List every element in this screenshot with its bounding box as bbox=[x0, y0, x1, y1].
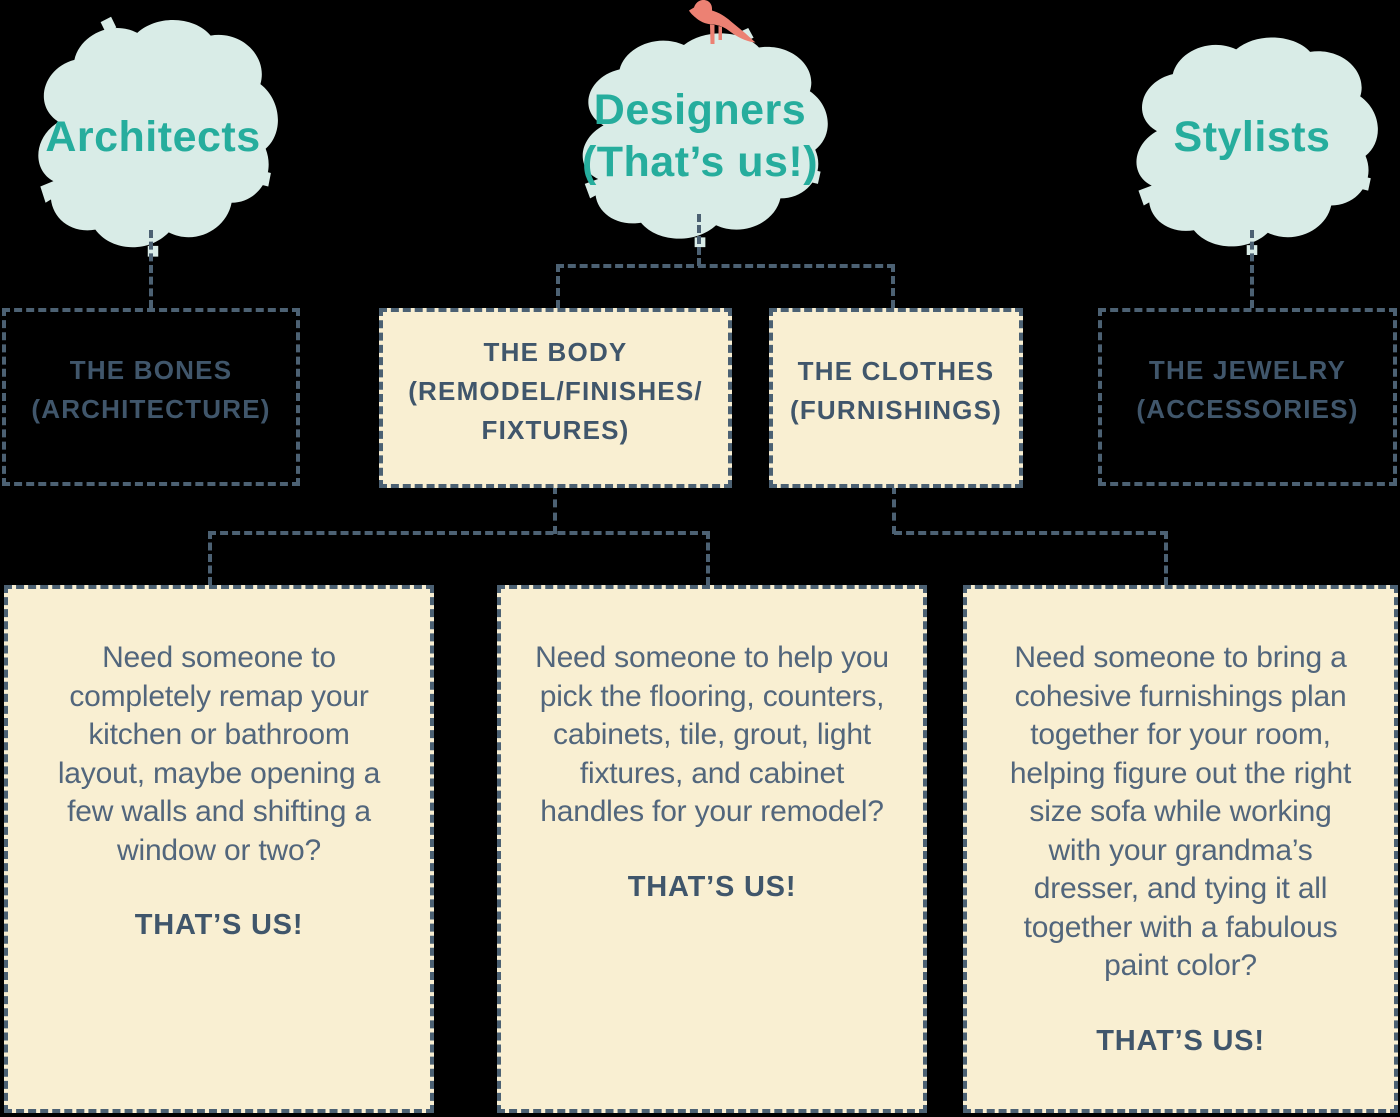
box-remodel-description: Need someone to completely remap your ki… bbox=[4, 585, 434, 1113]
connector-clothes-elbow bbox=[894, 531, 1168, 585]
node-the-body-label: THE BODY (REMODEL/FINISHES/ FIXTURES) bbox=[408, 336, 703, 445]
connector-stylists-jewelry bbox=[1250, 230, 1254, 308]
node-the-body: THE BODY (REMODEL/FINISHES/ FIXTURES) bbox=[379, 308, 732, 488]
connector-body-stub bbox=[553, 486, 557, 534]
box-furnishings-description: Need someone to bring a cohesive furnish… bbox=[963, 585, 1398, 1113]
box-finishes-cta: THAT’S US! bbox=[627, 870, 797, 903]
connector-designers-stub bbox=[697, 214, 701, 266]
box-remodel-text: Need someone to completely remap your ki… bbox=[57, 641, 381, 867]
bird-icon bbox=[689, 0, 756, 44]
node-the-clothes: THE CLOTHES (FURNISHINGS) bbox=[769, 308, 1023, 488]
connector-clothes-stub bbox=[892, 486, 896, 534]
node-the-bones-label: THE BONES (ARCHITECTURE) bbox=[31, 355, 271, 424]
connector-architects-bones bbox=[149, 230, 153, 308]
box-furnishings-cta: THAT’S US! bbox=[1096, 1024, 1265, 1057]
box-furnishings-text: Need someone to bring a cohesive furnish… bbox=[1009, 641, 1352, 982]
node-the-bones: THE BONES (ARCHITECTURE) bbox=[2, 308, 300, 486]
heading-architects: Architects bbox=[45, 113, 261, 161]
heading-designers: Designers (That’s us!) bbox=[581, 86, 819, 186]
node-the-jewelry-label: THE JEWELRY (ACCESSORIES) bbox=[1136, 355, 1359, 424]
node-the-clothes-label: THE CLOTHES (FURNISHINGS) bbox=[789, 356, 1003, 425]
node-the-jewelry: THE JEWELRY (ACCESSORIES) bbox=[1098, 308, 1397, 486]
paint-splash-stylists bbox=[1136, 37, 1378, 256]
paint-splash-architects bbox=[38, 16, 278, 257]
box-finishes-text: Need someone to help you pick the floori… bbox=[535, 641, 889, 828]
heading-stylists: Stylists bbox=[1173, 113, 1331, 161]
paint-splash-designers bbox=[582, 28, 828, 248]
connector-body-split bbox=[208, 531, 710, 585]
box-remodel-cta: THAT’S US! bbox=[134, 909, 304, 941]
connector-designers-split bbox=[556, 264, 895, 308]
box-finishes-description: Need someone to help you pick the floori… bbox=[497, 585, 927, 1113]
